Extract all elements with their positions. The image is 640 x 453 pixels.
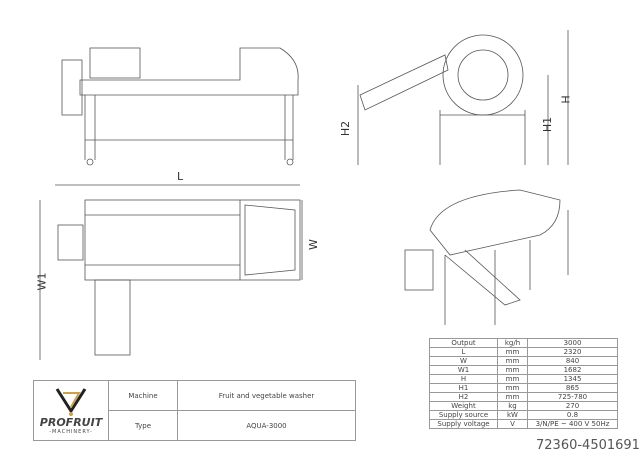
spec-value: 1682 <box>527 365 618 375</box>
spec-value: 0.8 <box>527 410 618 420</box>
machine-value: Fruit and vegetable washer <box>177 380 356 411</box>
front-view <box>55 47 300 186</box>
machine-label: Machine <box>108 380 178 411</box>
reference-id: 72360-4501691 <box>536 438 640 453</box>
logo-mark-icon <box>55 387 87 416</box>
spec-unit: mm <box>497 392 528 402</box>
spec-value: 3/N/PE ~ 400 V 50Hz <box>527 419 618 429</box>
spec-unit: mm <box>497 356 528 366</box>
spec-value: 2320 <box>527 347 618 357</box>
logo: PROFRUIT -MACHINERY- <box>33 380 109 441</box>
spec-unit: mm <box>497 365 528 375</box>
spec-param: Output <box>429 338 498 348</box>
spec-param: Supply source <box>429 410 498 420</box>
spec-unit: kW <box>497 410 528 420</box>
type-value: AQUA-3000 <box>177 410 356 441</box>
top-view <box>39 199 303 360</box>
logo-text: PROFRUIT <box>39 415 103 429</box>
spec-param: Supply voltage <box>429 419 498 429</box>
spec-value: 865 <box>527 383 618 393</box>
spec-value: 3000 <box>527 338 618 348</box>
dimension-H1: H1 <box>541 116 555 133</box>
type-label: Type <box>108 410 178 441</box>
spec-unit: mm <box>497 374 528 384</box>
spec-unit: kg <box>497 401 528 411</box>
spec-value: 1345 <box>527 374 618 384</box>
spec-unit: kg/h <box>497 338 528 348</box>
dimension-W1: W1 <box>35 272 49 291</box>
dimension-L: L <box>177 170 184 183</box>
spec-value: 270 <box>527 401 618 411</box>
spec-param: H2 <box>429 392 498 402</box>
isometric-view <box>404 189 569 325</box>
spec-value: 840 <box>527 356 618 366</box>
spec-param: H1 <box>429 383 498 393</box>
spec-param: H <box>429 374 498 384</box>
dimension-W: W <box>306 239 320 250</box>
spec-value: 725-780 <box>527 392 618 402</box>
spec-param: L <box>429 347 498 357</box>
title-block: PROFRUIT -MACHINERY- Machine Fruit and v… <box>33 380 356 441</box>
side-view <box>357 30 569 165</box>
spec-param: W1 <box>429 365 498 375</box>
dimension-H2: H2 <box>339 120 353 137</box>
spec-unit: mm <box>497 383 528 393</box>
logo-subtext: -MACHINERY- <box>49 428 93 435</box>
spec-param: Weight <box>429 401 498 411</box>
spec-unit: mm <box>497 347 528 357</box>
spec-param: W <box>429 356 498 366</box>
dimension-H: H <box>559 95 573 104</box>
spec-unit: V <box>497 419 528 429</box>
